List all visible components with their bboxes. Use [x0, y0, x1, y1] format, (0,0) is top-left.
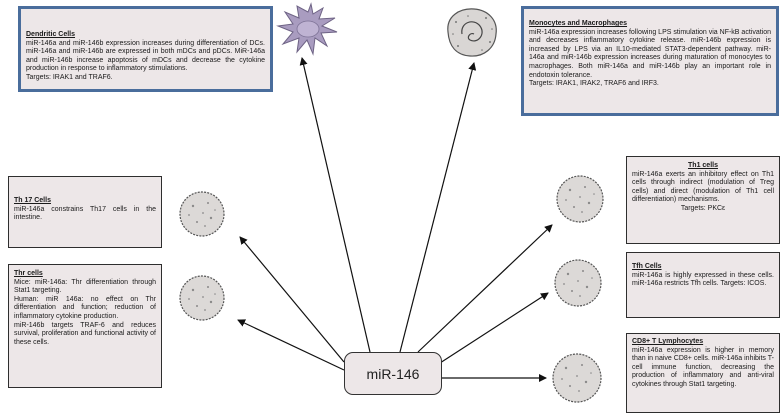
- th17-text: miR-146a constrains Th17 cells in the in…: [14, 205, 156, 222]
- dendritic-cells-text: miR-146a and miR-146b expression increas…: [26, 39, 265, 73]
- tfh-title: Tfh Cells: [632, 263, 662, 270]
- treg-cell-icon: [179, 275, 225, 321]
- arrow-to-th1: [417, 224, 553, 353]
- mir146-center-node: miR-146: [344, 352, 442, 395]
- arrow-to-monocyte: [399, 62, 477, 353]
- arrow-to-th17: [239, 236, 345, 363]
- arrow-to-treg: [237, 319, 345, 371]
- dendritic-cell-icon: [276, 2, 338, 56]
- treg-title: Thr cells: [14, 270, 43, 277]
- treg-line-human: Human: miR 146a: no effect on Thr differ…: [14, 295, 156, 320]
- cd8-cell-icon: [552, 353, 602, 403]
- monocytes-macrophages-box: Monocytes and Macrophages miR-146a expre…: [521, 6, 779, 116]
- th1-cell-icon: [556, 175, 604, 223]
- treg-line-mir146b: miR-146b targets TRAF-6 and reduces surv…: [14, 321, 156, 346]
- monocytes-targets: Targets: IRAK1, IRAK2, TRAF6 and IRF3.: [529, 80, 659, 88]
- th1-cells-box: Th1 cells miR-146a exerts an inhibitory …: [626, 156, 780, 244]
- cd8-lymphocytes-box: CD8+ T Lymphocytes miR-146a expression i…: [626, 333, 780, 413]
- tfh-cell-icon: [554, 259, 602, 307]
- arrow-to-dendritic: [299, 57, 371, 353]
- th17-title: Th 17 Cells: [14, 197, 51, 204]
- tfh-text: miR-146a is highly expressed in these ce…: [632, 271, 774, 288]
- monocytes-text: miR-146a expression increases following …: [529, 28, 771, 79]
- monocytes-title: Monocytes and Macrophages: [529, 20, 628, 27]
- macrophage-icon: [447, 8, 497, 57]
- dendritic-cells-targets: Targets: IRAK1 and TRAF6.: [26, 73, 113, 81]
- th17-cells-box: Th 17 Cells miR-146a constrains Th17 cel…: [8, 176, 162, 248]
- th17-cell-icon: [179, 191, 225, 237]
- dendritic-cells-title: Dendritic Cells: [26, 31, 76, 38]
- cd8-text: miR-146a expression is higher in memory …: [632, 346, 774, 388]
- tfh-cells-box: Tfh Cells miR-146a is highly expressed i…: [626, 252, 780, 318]
- treg-line-mice: Mice: miR-146a: Thr differentiation thro…: [14, 278, 156, 295]
- treg-cells-box: Thr cells Mice: miR-146a: Thr differenti…: [8, 264, 162, 388]
- dendritic-cells-box: Dendritic Cells miR-146a and miR-146b ex…: [18, 6, 273, 92]
- th1-text: miR-146a exerts an inhibitory effect on …: [632, 170, 774, 204]
- th1-title: Th1 cells: [688, 162, 718, 169]
- cd8-title: CD8+ T Lymphocytes: [632, 338, 704, 345]
- th1-targets: Targets: PKCε: [680, 204, 726, 212]
- arrow-to-tfh: [439, 292, 549, 364]
